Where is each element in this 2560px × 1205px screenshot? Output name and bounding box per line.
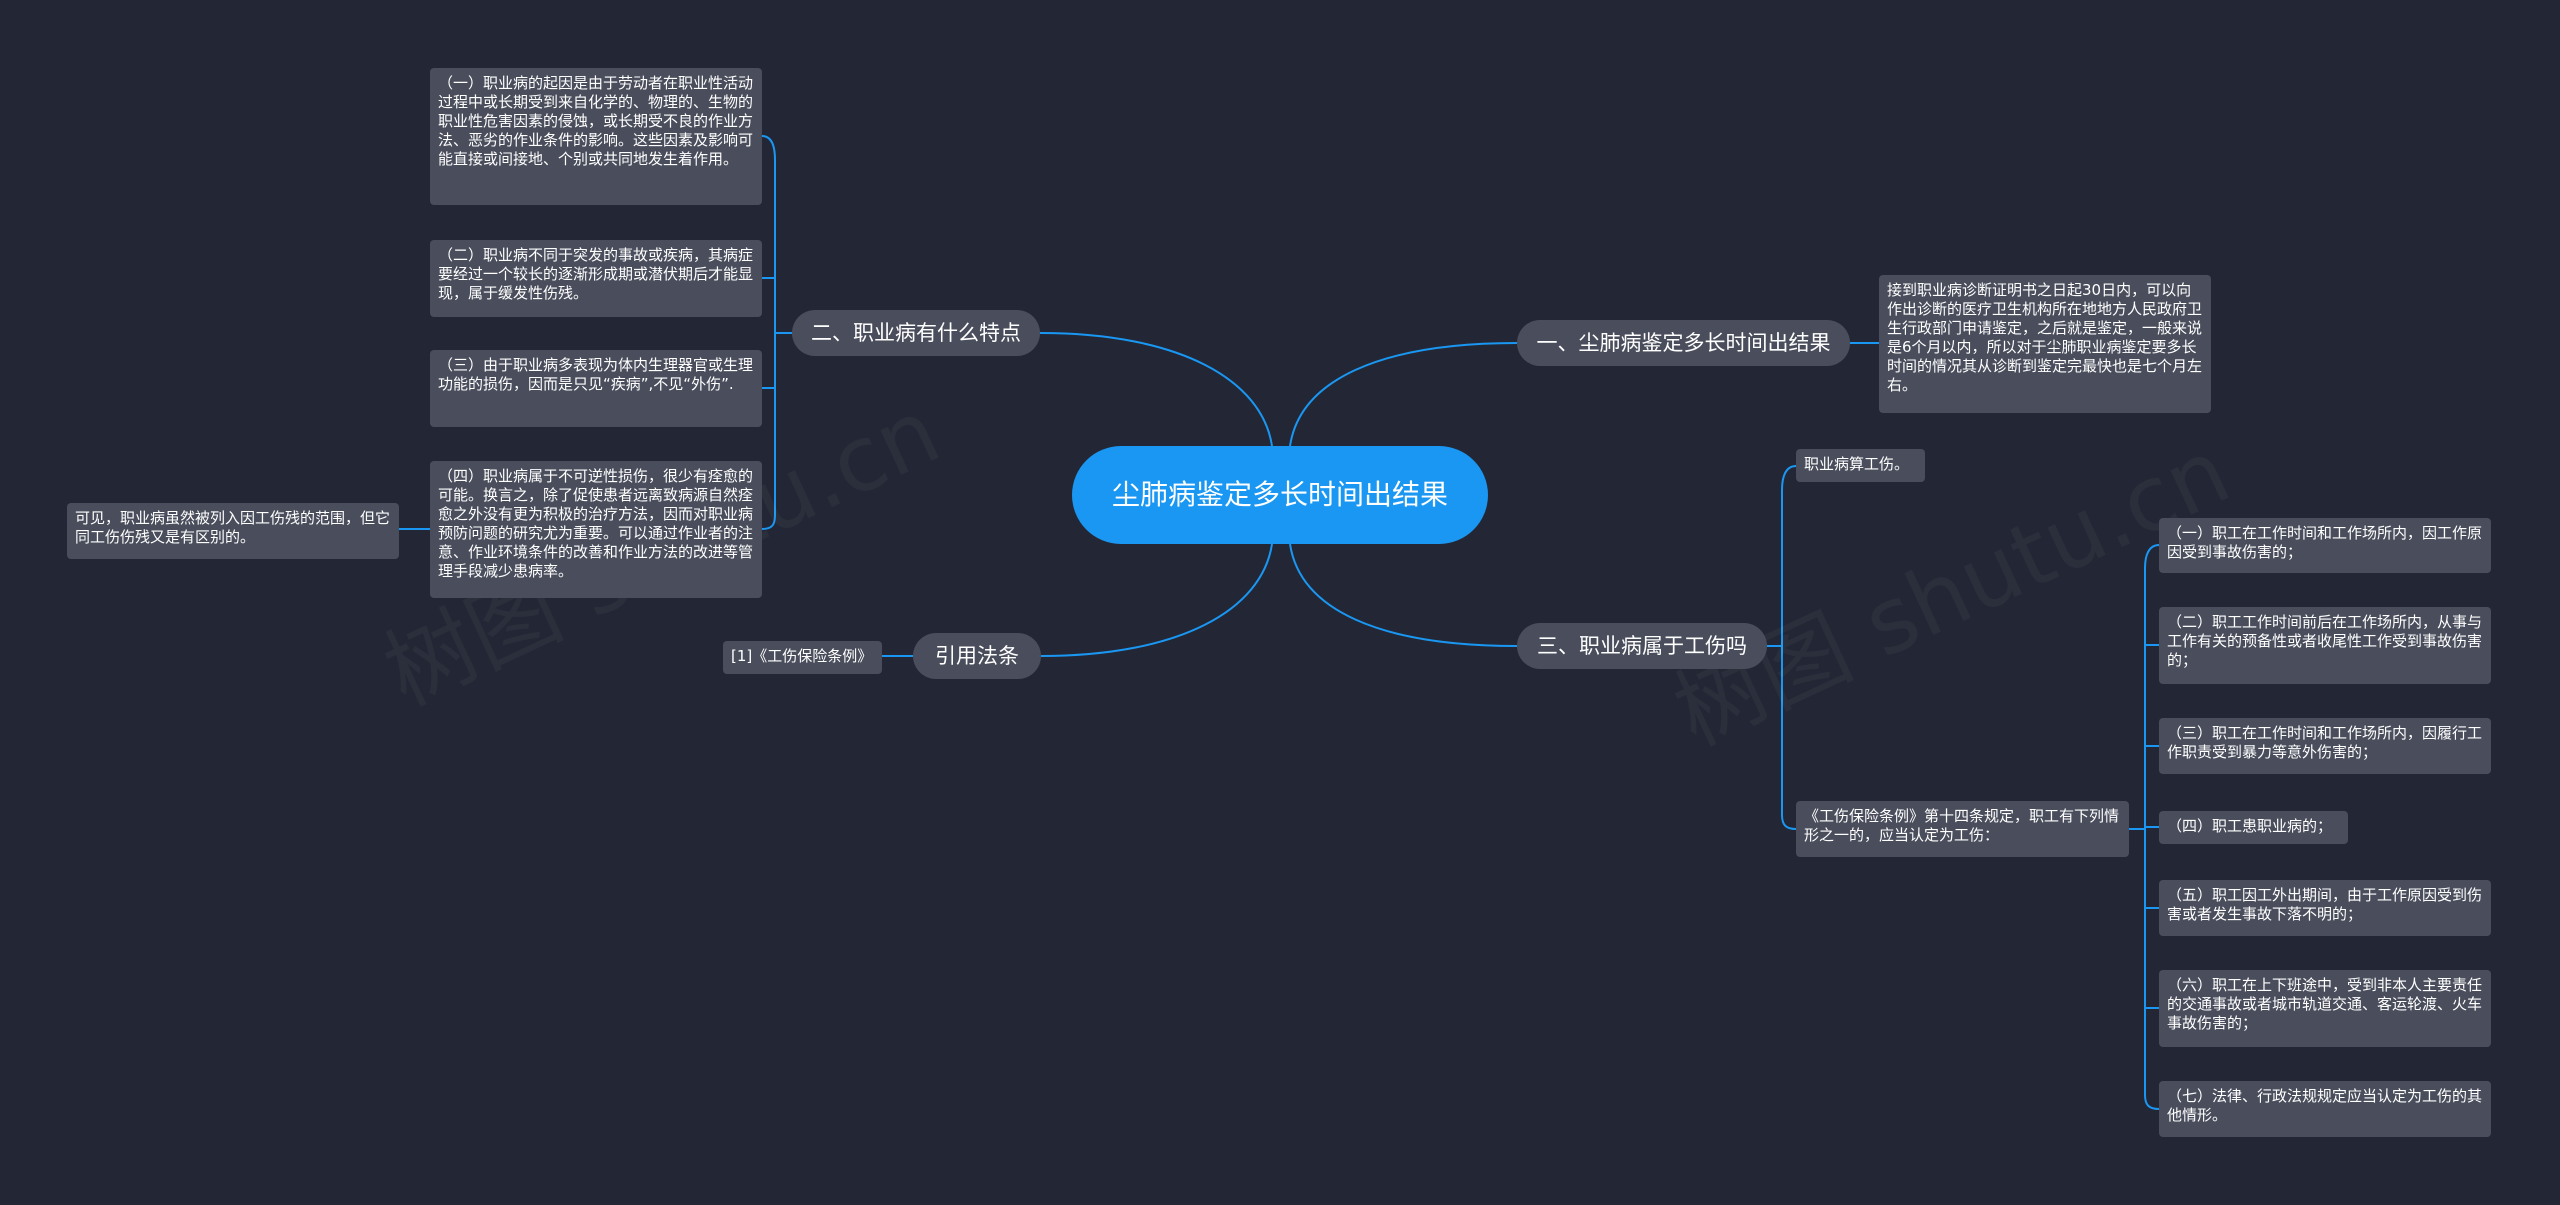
leaf-article-item-2[interactable]: （二）职工工作时间前后在工作场所内，从事与工作有关的预备性或者收尾性工作受到事故… xyxy=(2159,607,2491,684)
branch-citation[interactable]: 引用法条 xyxy=(913,633,1041,679)
connector-line xyxy=(2144,544,2160,1110)
leaf-article-item-7[interactable]: （七）法律、行政法规规定应当认定为工伤的其他情形。 xyxy=(2159,1081,2491,1137)
watermark: 树图 shutu.cn xyxy=(1650,400,2246,770)
connector-line xyxy=(1289,543,1518,647)
leaf-article-item-3[interactable]: （三）职工在工作时间和工作场所内，因履行工作职责受到暴力等意外伤害的； xyxy=(2159,718,2491,774)
branch-result-time[interactable]: 一、尘肺病鉴定多长时间出结果 xyxy=(1517,320,1850,366)
leaf-feature-1[interactable]: （一）职业病的起因是由于劳动者在职业性活动过程中或长期受到来自化学的、物理的、生… xyxy=(430,68,762,205)
leaf-feature-3[interactable]: （三）由于职业病多表现为体内生理器官或生理功能的损伤，因而是只见“疾病”,不见“… xyxy=(430,350,762,427)
leaf-feature-4[interactable]: （四）职业病属于不可逆性损伤，很少有痊愈的可能。换言之，除了促使患者远离致病源自… xyxy=(430,461,762,598)
leaf-article-item-5[interactable]: （五）职工因工外出期间，由于工作原因受到伤害或者发生事故下落不明的； xyxy=(2159,880,2491,936)
leaf-appraisal-timeline[interactable]: 接到职业病诊断证明书之日起30日内，可以向作出诊断的医疗卫生机构所在地地方人民政… xyxy=(1879,275,2211,413)
leaf-counts-as-injury[interactable]: 职业病算工伤。 xyxy=(1796,449,1925,482)
connector-line xyxy=(1039,332,1273,447)
connector-line xyxy=(1040,543,1273,657)
leaf-feature-2[interactable]: （二）职业病不同于突发的事故或疾病，其病症要经过一个较长的逐渐形成期或潜伏期后才… xyxy=(430,240,762,317)
leaf-article-item-1[interactable]: （一）职工在工作时间和工作场所内，因工作原因受到事故伤害的； xyxy=(2159,518,2491,573)
branch-features[interactable]: 二、职业病有什么特点 xyxy=(792,310,1040,356)
root-topic[interactable]: 尘肺病鉴定多长时间出结果 xyxy=(1072,446,1488,544)
leaf-citation-regulation[interactable]: [1]《工伤保险条例》 xyxy=(723,641,882,674)
leaf-article-item-6[interactable]: （六）职工在上下班途中，受到非本人主要责任的交通事故或者城市轨道交通、客运轮渡、… xyxy=(2159,970,2491,1047)
leaf-feature-4-note[interactable]: 可见，职业病虽然被列入因工伤残的范围，但它同工伤伤残又是有区别的。 xyxy=(67,503,399,559)
leaf-article-item-4[interactable]: （四）职工患职业病的； xyxy=(2159,811,2348,844)
leaf-regulation-article-14[interactable]: 《工伤保险条例》第十四条规定，职工有下列情形之一的，应当认定为工伤： xyxy=(1796,801,2129,857)
connector-line xyxy=(1289,342,1518,447)
branch-work-injury[interactable]: 三、职业病属于工伤吗 xyxy=(1517,623,1767,669)
